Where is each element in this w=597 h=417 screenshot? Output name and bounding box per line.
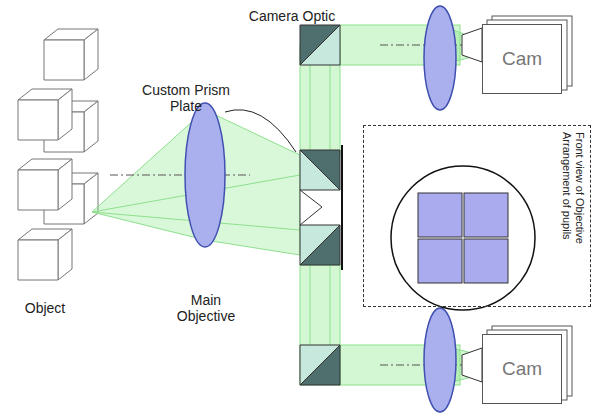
objective-circle [391, 166, 535, 310]
prism [300, 225, 340, 265]
prism [300, 150, 340, 190]
main-objective-lens [185, 103, 225, 247]
prism [300, 150, 340, 190]
pupil [464, 193, 508, 237]
part-label: Custom Prism Plate [140, 82, 232, 114]
cube-face [18, 170, 58, 210]
cube-face [58, 159, 72, 210]
camera-mount [462, 28, 482, 62]
camera-label: Cam [502, 48, 542, 70]
light-beam [300, 265, 340, 385]
cube-face [18, 240, 58, 280]
panel-caption: Front view of Objective Arrangement of p… [560, 132, 586, 302]
object-cubes [18, 29, 98, 280]
camera-lens [424, 308, 456, 412]
leader-line [225, 110, 296, 152]
cube-face [58, 229, 72, 280]
camera-label: Cam [502, 358, 542, 380]
pupil [464, 239, 508, 283]
cube-face [18, 100, 58, 140]
pupil [418, 193, 462, 237]
optical-axis [110, 175, 250, 176]
part-label: Camera Optic [232, 8, 352, 24]
mirror-prism [300, 25, 340, 65]
cube-face [84, 173, 98, 224]
part-label: Object [10, 300, 80, 316]
prism [300, 190, 322, 225]
cube-face [44, 40, 84, 80]
part-label: Main Objective [160, 292, 252, 324]
prism [300, 225, 340, 265]
mirror-prism [300, 25, 340, 65]
front-view-panel: Front view of Objective Arrangement of p… [363, 125, 591, 307]
camera-box: Cam [482, 24, 562, 94]
camera-mount [462, 348, 482, 382]
cube-face [84, 101, 98, 152]
cube-face [84, 29, 98, 80]
mirror-prism [300, 345, 340, 385]
mirror-prism [300, 345, 340, 385]
camera-lens [424, 6, 456, 110]
plate-edge [341, 145, 343, 270]
cube-face [58, 89, 72, 140]
pupil [418, 239, 462, 283]
camera-box: Cam [482, 334, 562, 404]
